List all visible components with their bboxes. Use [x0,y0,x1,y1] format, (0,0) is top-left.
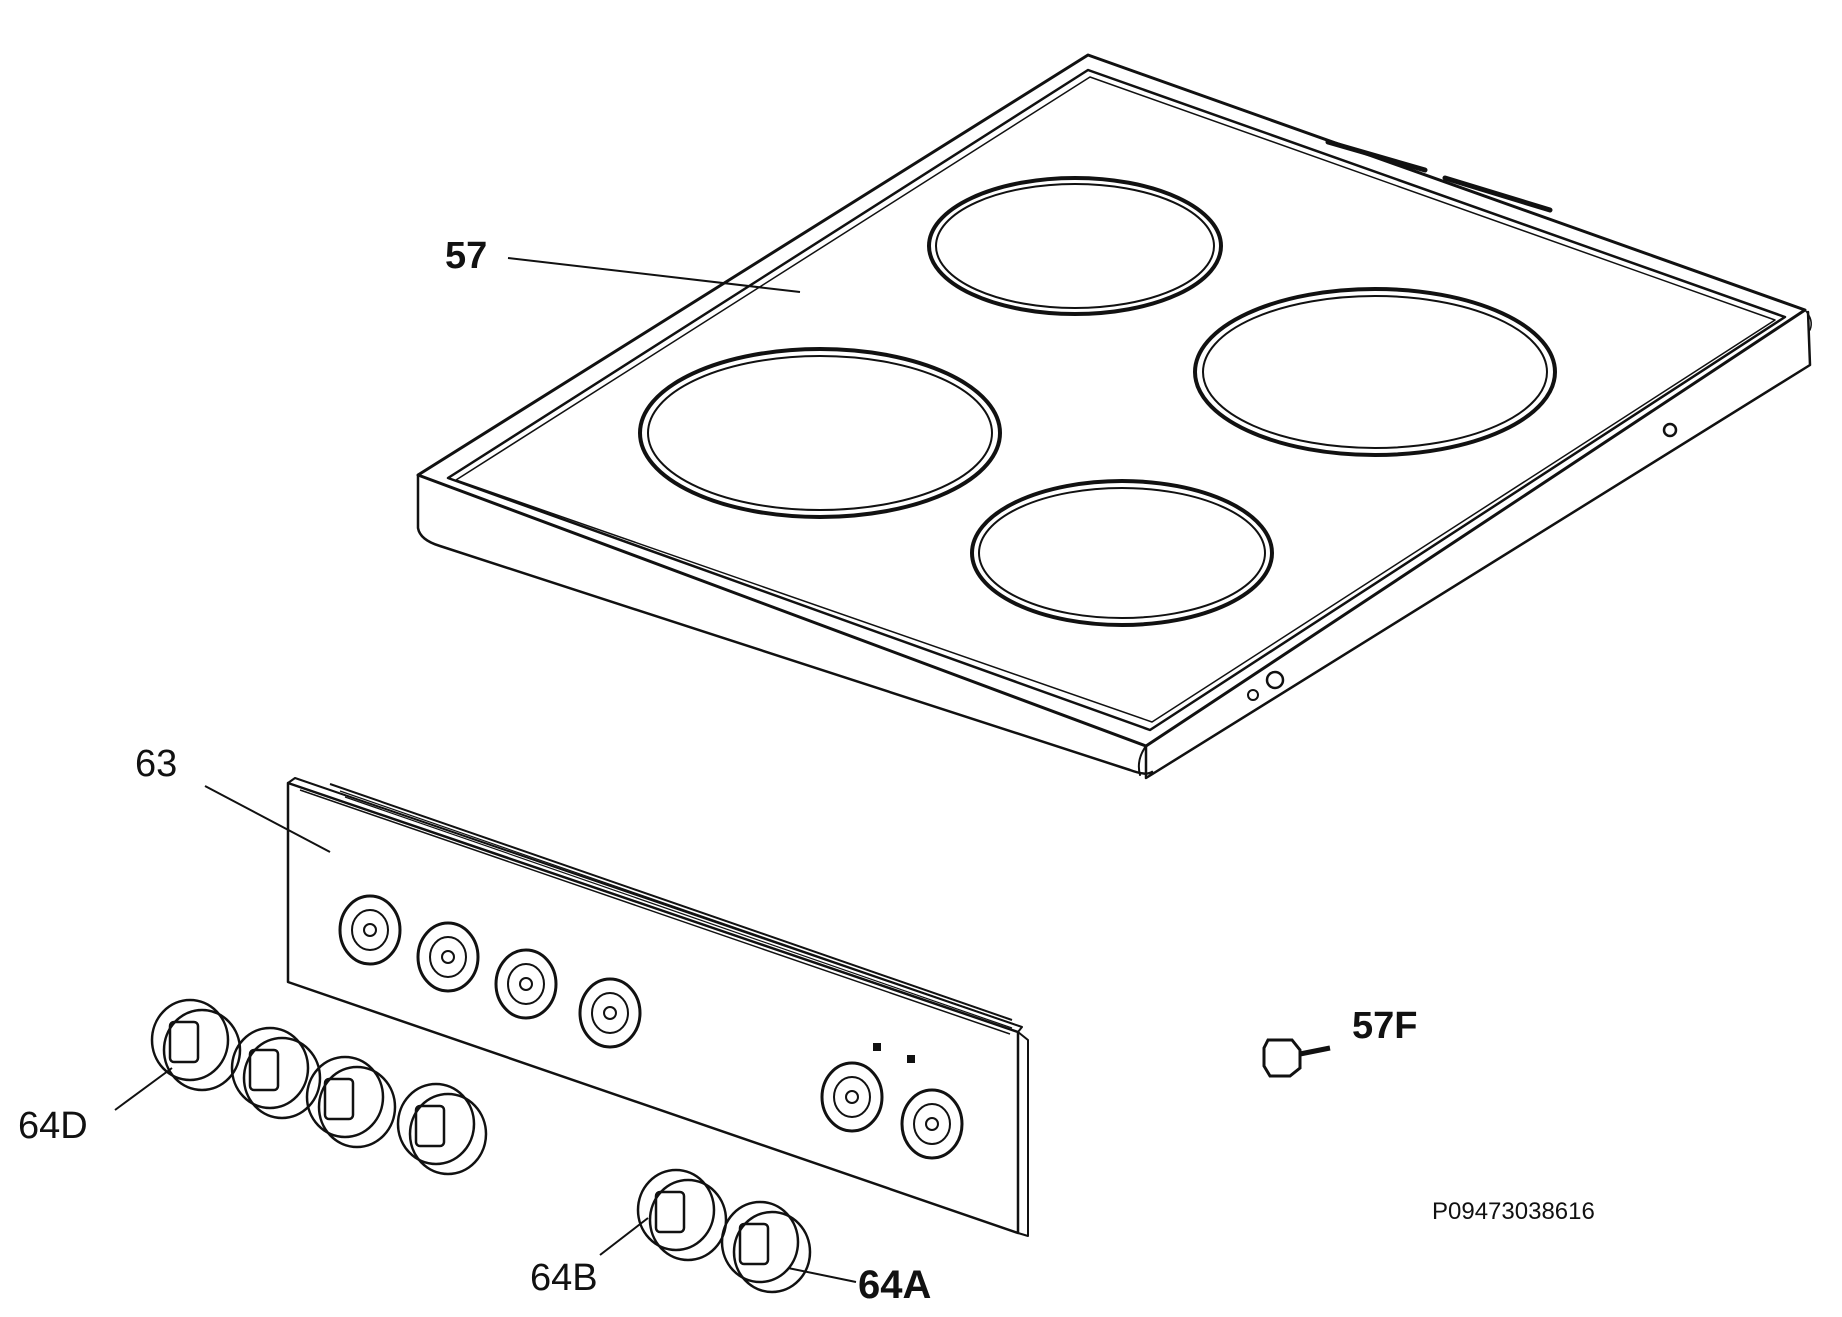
knob-64d-4 [396,1082,488,1176]
fixing-clip-57f [1262,1038,1331,1078]
control-panel [286,777,1029,1237]
knob-hole-1 [338,894,402,966]
control-knob-64b [636,1168,728,1262]
control-knob-64a [720,1200,812,1294]
knob-hole-5 [820,1061,884,1133]
indicator-light-1 [873,1043,881,1051]
label-64d: 64D [18,1105,88,1147]
cooking-zone-front-right [970,479,1274,627]
cooking-zone-back-left [927,176,1223,316]
drawing-id: P09473038616 [1432,1198,1595,1225]
label-57: 57 [445,235,487,277]
leader-57 [507,257,801,293]
ceramic-cooktop [416,53,1812,780]
knob-64d-3 [305,1055,397,1149]
knob-hole-2 [416,921,480,993]
leader-64b [599,1217,649,1256]
label-64a: 64A [858,1263,931,1307]
label-57f: 57F [1352,1005,1417,1047]
leader-63 [204,785,331,853]
control-knobs-64d [150,998,488,1176]
cooking-zone-back-right [1193,287,1557,457]
knob-64d-1 [150,998,242,1092]
label-64b: 64B [530,1257,598,1299]
leader-64d [114,1067,173,1111]
knob-hole-3 [494,948,558,1020]
knob-64d-2 [230,1026,322,1120]
leader-lines [114,257,857,1283]
knob-hole-4 [578,977,642,1049]
knob-hole-6 [900,1088,964,1160]
leader-64a [787,1267,857,1283]
label-63: 63 [135,743,177,785]
indicator-light-2 [907,1055,915,1063]
knob-holes [338,894,964,1160]
cooking-zone-front-left [638,347,1002,519]
